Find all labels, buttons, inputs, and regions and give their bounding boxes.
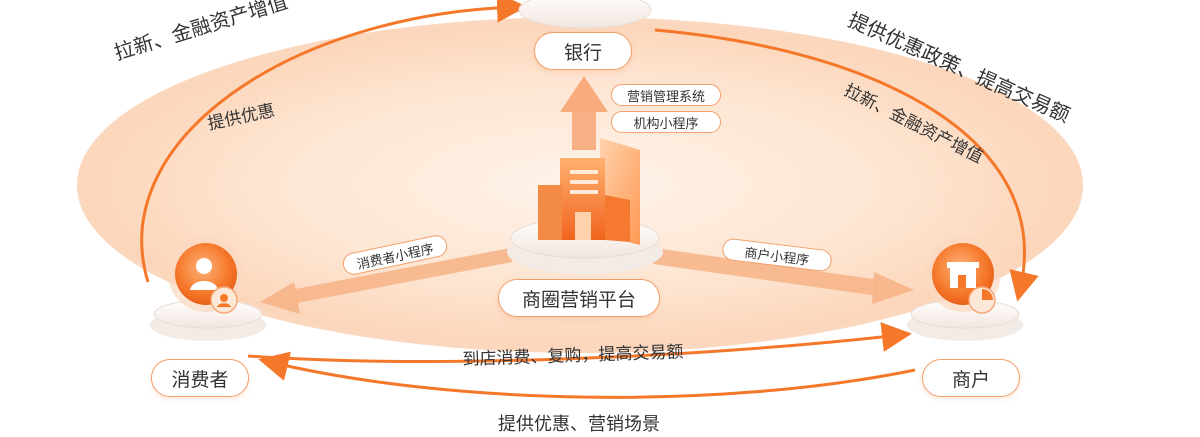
flow-arrow-bank-to-merchant [654, 28, 1039, 302]
flow-arrow-merchant-to-consumer [258, 351, 916, 399]
flow-arrow-consumer-to-merchant [247, 322, 912, 363]
platform-to-consumer-arrow [260, 248, 512, 314]
user-avatar-icon [168, 236, 244, 314]
bank-podium [518, 0, 652, 29]
platform-to-merchant-arrow [653, 248, 914, 304]
bank-node-label[interactable]: 银行 [534, 32, 632, 70]
marketing-system-chip: 营销管理系统 [611, 84, 721, 106]
merchant-node-label[interactable]: 商户 [922, 359, 1020, 397]
platform-node-label[interactable]: 商圈营销平台 [498, 279, 660, 317]
office-building-icon [538, 138, 640, 245]
consumer-podium [150, 299, 266, 341]
flow-arrow-consumer-to-bank [140, 0, 527, 283]
platform-to-bank-arrow [560, 76, 608, 150]
storefront-icon [925, 236, 1001, 314]
consumer-node-label[interactable]: 消费者 [151, 359, 249, 397]
flow-label-merchant-to-consumer: 提供优惠、营销场景 [498, 414, 660, 435]
institution-miniprogram-chip: 机构小程序 [611, 111, 721, 133]
